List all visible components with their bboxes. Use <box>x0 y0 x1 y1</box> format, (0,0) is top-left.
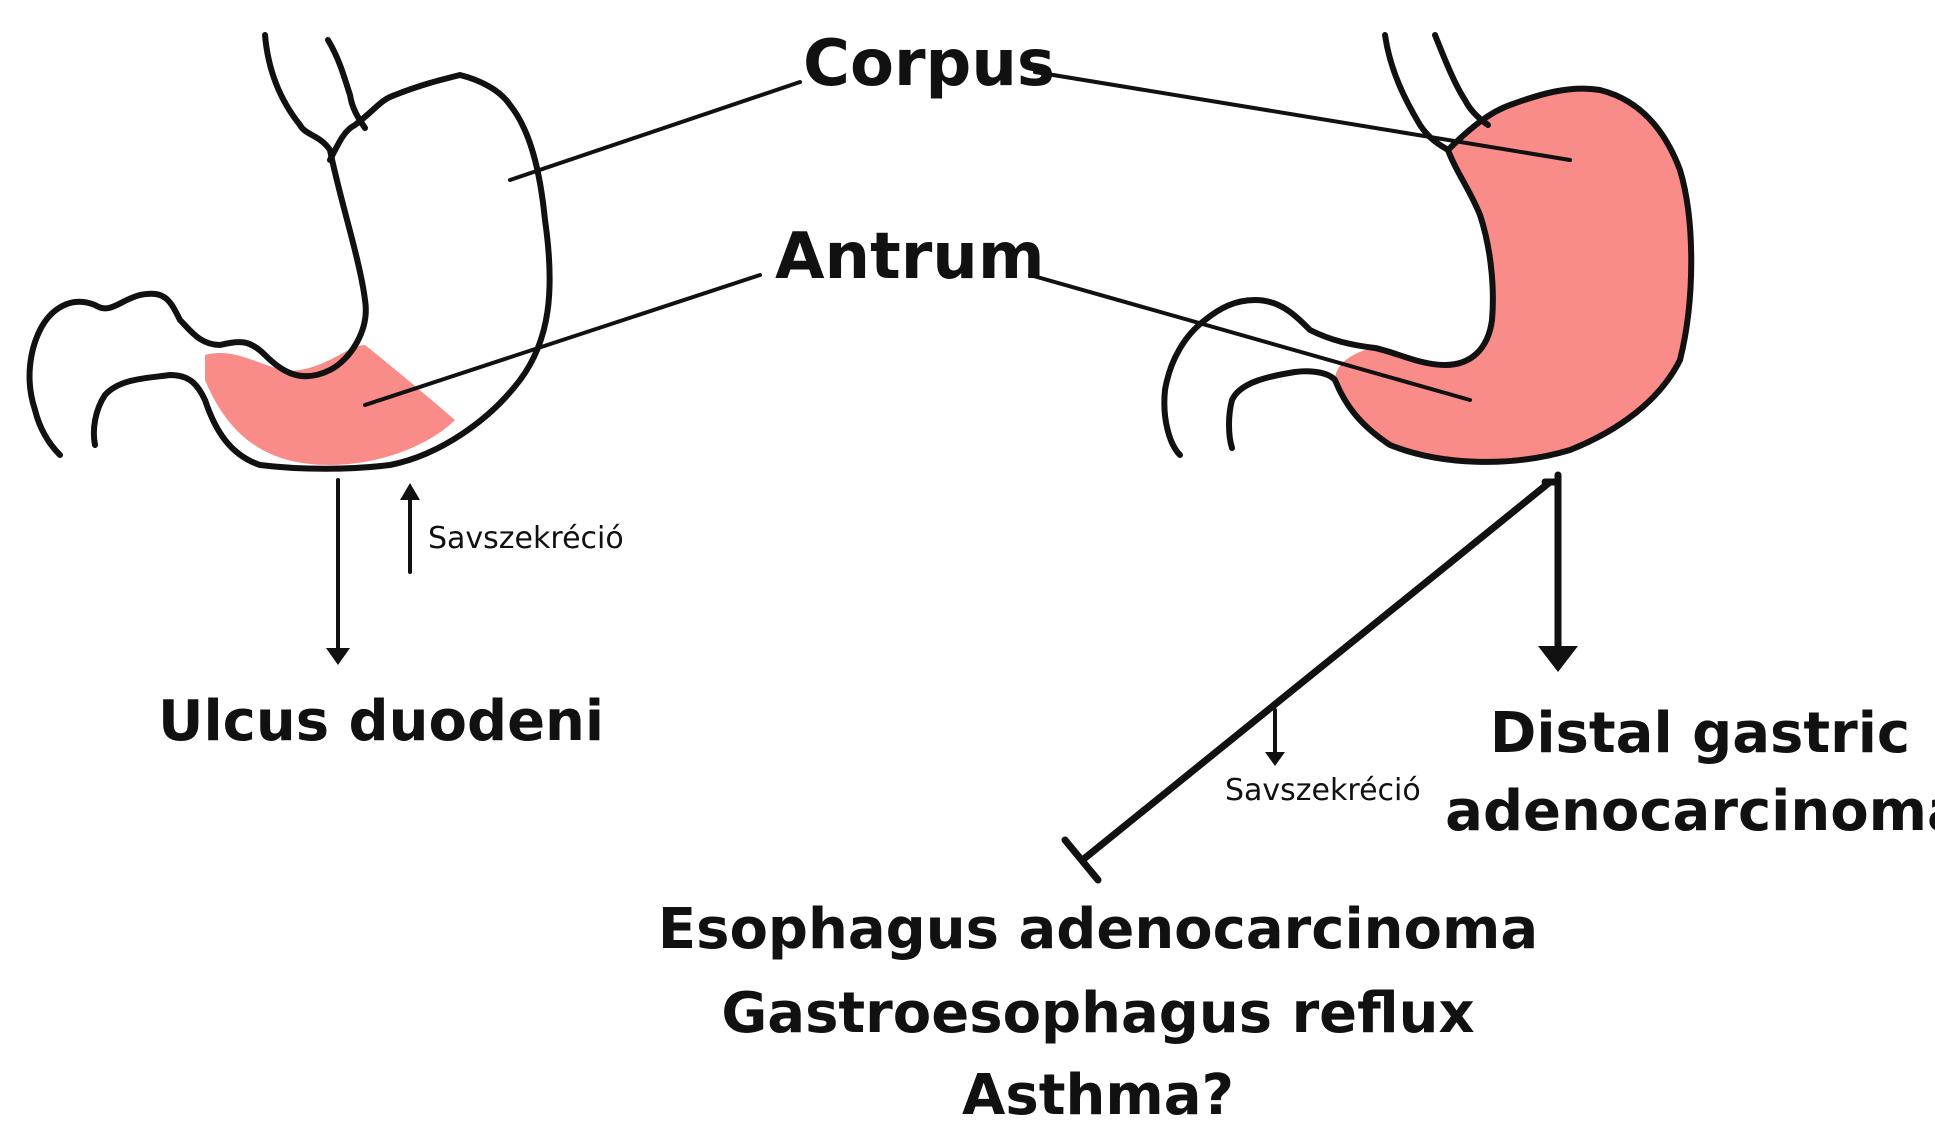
acid-up-arrowhead-left <box>400 483 420 500</box>
inhibit-line <box>1081 478 1554 862</box>
left-antrum-fill <box>205 345 455 465</box>
outcome-line1: Esophagus adenocarcinoma <box>658 897 1538 962</box>
distal-arrowhead <box>1538 646 1578 672</box>
outcome-line3: Asthma? <box>962 1063 1234 1128</box>
antrum-label: Antrum <box>775 220 1045 294</box>
left-stomach-outline <box>26 32 369 458</box>
right-esophagus <box>1432 32 1491 128</box>
right-stomach-outline-2 <box>1226 85 1695 465</box>
antrum-leader-right <box>1028 273 1472 402</box>
right-stomach-fill <box>1335 88 1692 462</box>
antrum-leader-left <box>363 273 762 407</box>
ulcus-arrowhead <box>326 648 350 665</box>
left-esophagus <box>325 37 368 131</box>
acid-label-right: Savszekréció <box>1225 773 1421 808</box>
acid-down-arrowhead-right <box>1265 752 1285 766</box>
right-stomach <box>1161 32 1695 465</box>
inhibit-bar <box>1061 836 1102 884</box>
distal-label-line2: adenocarcinoma <box>1445 779 1935 844</box>
left-stomach <box>26 32 553 472</box>
left-stomach-outline-2 <box>90 72 553 472</box>
acid-label-left: Savszekréció <box>428 521 624 556</box>
corpus-label: Corpus <box>803 27 1055 101</box>
ulcus-label: Ulcus duodeni <box>158 689 604 754</box>
outcome-line2: Gastroesophagus reflux <box>721 981 1474 1046</box>
distal-label-line1: Distal gastric <box>1490 701 1910 766</box>
corpus-leader-left <box>508 80 802 182</box>
corpus-leader-right <box>1033 70 1572 162</box>
